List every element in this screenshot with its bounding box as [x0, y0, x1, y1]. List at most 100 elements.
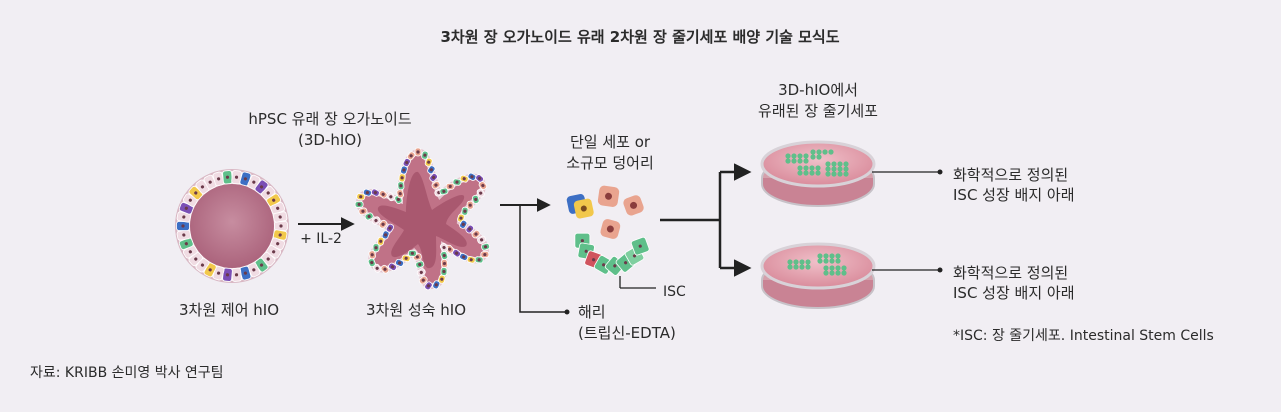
single-cells-cluster — [566, 185, 650, 276]
condition-top-label: 화학적으로 정의된 — [953, 166, 1069, 184]
control-hio-sphere — [175, 169, 289, 283]
il2-label: + IL-2 — [300, 231, 342, 247]
dish-cell — [823, 258, 829, 264]
organoid-cell — [421, 150, 429, 160]
organoid-cell — [478, 181, 488, 190]
dish-cell — [815, 170, 821, 176]
dish-cell — [835, 253, 841, 259]
organoid-cell — [471, 194, 480, 204]
dish-cell — [785, 158, 791, 164]
dish-cell — [823, 253, 829, 259]
organoid-cell — [418, 275, 428, 285]
mature-hio-label: 3차원 성숙 hIO — [365, 301, 467, 319]
organoid-cell — [377, 236, 385, 246]
epithelial-cell — [261, 251, 276, 267]
organoid-cell — [378, 219, 388, 229]
organoid-cell — [380, 264, 390, 274]
source-credit: 자료: KRIBB 손미영 박사 연구팀 — [30, 365, 224, 381]
organoid-cell — [465, 224, 475, 234]
organoid-cell — [471, 229, 481, 239]
dish-cell — [803, 153, 809, 159]
organoid-cell — [372, 243, 380, 253]
control-hio-label: 3차원 제어 hIO — [178, 301, 280, 319]
dish-cell — [793, 259, 799, 265]
organoid-cell — [408, 249, 417, 257]
dish-cell — [822, 149, 828, 155]
dish-cell — [791, 158, 797, 164]
dish-cell — [787, 264, 793, 270]
organoid-cell — [440, 251, 449, 260]
dish-cell — [823, 265, 829, 271]
dish-cell — [835, 270, 841, 276]
dish-cell — [829, 258, 835, 264]
epithelial-cell — [188, 251, 203, 267]
dissociation-method-label: (트립신-EDTA) — [578, 324, 676, 342]
dish-cell — [810, 154, 816, 160]
dish-cell — [797, 153, 803, 159]
dish-cell — [831, 161, 837, 167]
dish-cell — [835, 265, 841, 271]
epithelial-cell — [274, 221, 288, 231]
dish-cell — [791, 153, 797, 159]
organoid-cell — [445, 244, 454, 254]
branch-arrow-connector — [660, 172, 722, 268]
dish-cell — [793, 264, 799, 270]
mature-hio-organoid — [354, 147, 490, 291]
organoid-cell — [432, 280, 441, 290]
organoid-cell — [429, 173, 438, 182]
organoid-cell — [438, 274, 446, 284]
hpsc-organoid-label: hPSC 유래 장 오가노이드 — [248, 110, 412, 128]
organoid-cell — [431, 180, 441, 190]
organoid-cell — [459, 174, 469, 183]
organoid-cell — [364, 212, 374, 221]
hpsc-organoid-sublabel: (3D-hIO) — [298, 131, 362, 149]
organoid-cell — [439, 187, 449, 196]
epithelial-cell — [176, 221, 190, 231]
dish-cell — [799, 264, 805, 270]
organoid-cell — [371, 216, 381, 225]
dish-cell — [823, 270, 829, 276]
organoid-cell — [481, 242, 490, 251]
epithelial-cell — [261, 185, 276, 201]
organoid-cell — [480, 250, 490, 259]
organoid-cell — [459, 219, 468, 229]
culture-dish-top — [760, 140, 876, 207]
epithelial-cell — [195, 257, 210, 273]
organoid-cell — [381, 230, 390, 240]
condition-bottom-label: 화학적으로 정의된 — [953, 264, 1069, 282]
organoid-cell — [372, 263, 382, 273]
organoid-cell — [358, 207, 368, 216]
condition-bottom-sublabel: ISC 성장 배지 아래 — [953, 284, 1075, 302]
dish-cell — [810, 149, 816, 155]
isc-label: ISC — [663, 284, 686, 300]
organoid-cell — [474, 256, 484, 264]
epithelial-cell — [176, 229, 192, 241]
organoid-cell — [416, 268, 426, 277]
organoid-cell — [406, 151, 416, 161]
organoid-cell — [401, 254, 411, 263]
dish-cell — [787, 259, 793, 265]
dish-cell — [799, 259, 805, 265]
organoid-cell — [356, 193, 366, 201]
dish-cell — [837, 161, 843, 167]
dissociation-label: 해리 — [578, 303, 606, 321]
derived-stem-cell-label: 3D-hIO에서 — [778, 81, 858, 99]
organoid-cell — [477, 235, 487, 244]
dish-cell — [825, 171, 831, 177]
dish-cell — [803, 158, 809, 164]
organoid-cell — [367, 258, 376, 268]
organoid-cell — [386, 192, 396, 202]
dish-cell — [843, 166, 849, 172]
dish-cell — [831, 166, 837, 172]
dish-cell — [803, 165, 809, 171]
organoid-cell — [397, 181, 405, 191]
dish-cell — [809, 165, 815, 171]
dish-cell — [797, 165, 803, 171]
organoid-cell — [415, 260, 425, 269]
footnote: *ISC: 장 줄기세포. Intestinal Stem Cells — [953, 328, 1214, 344]
organoid-cell — [476, 188, 485, 198]
organoid-cell — [424, 157, 433, 167]
intestinal-stem-cell — [630, 236, 650, 256]
dish-cell — [829, 265, 835, 271]
